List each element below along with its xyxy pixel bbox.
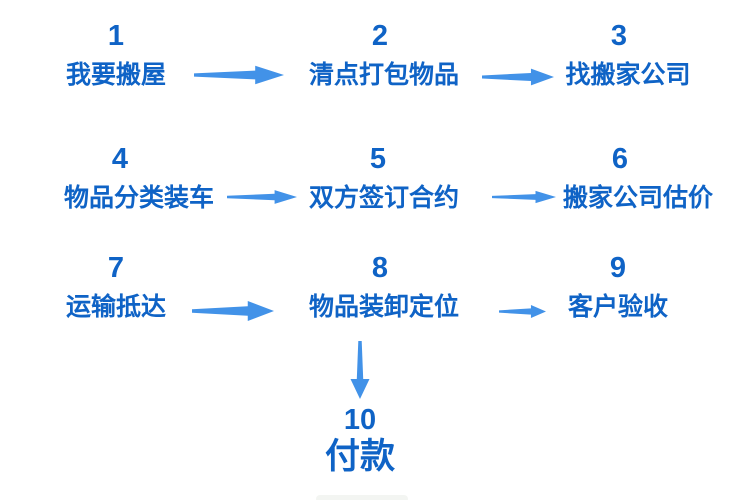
step-1-label: 我要搬屋 — [65, 61, 166, 89]
step-7-number: 7 — [107, 252, 125, 284]
step-8-label: 物品装卸定位 — [308, 293, 459, 321]
step-2-number: 2 — [371, 20, 389, 52]
step-6: 6 搬家公司估价 — [528, 144, 748, 215]
step-7: 7 运输抵达 — [6, 253, 226, 324]
arrow-right-icon — [194, 65, 284, 85]
step-2-label: 清点打包物品 — [308, 61, 459, 89]
step-3-label: 找搬家公司 — [565, 61, 691, 89]
step-4-number: 4 — [111, 143, 129, 175]
step-1-number: 1 — [107, 20, 125, 52]
step-4: 4 物品分类装车 — [29, 144, 249, 215]
bottom-crop-artifact — [316, 495, 408, 500]
step-1: 1 我要搬屋 — [6, 21, 226, 92]
step-4-label: 物品分类装车 — [63, 184, 214, 212]
step-6-label: 搬家公司估价 — [562, 184, 713, 212]
step-10-label: 付款 — [324, 437, 395, 476]
step-9: 9 客户验收 — [508, 253, 728, 324]
arrow-right-icon — [227, 190, 297, 204]
arrow-down-icon — [350, 341, 370, 399]
arrow-right-icon — [192, 301, 274, 321]
step-9-number: 9 — [609, 252, 627, 284]
step-10-number: 10 — [343, 404, 377, 436]
step-10: 10 付款 — [250, 405, 470, 477]
arrow-right-icon — [492, 190, 556, 204]
arrow-right-icon — [482, 68, 554, 86]
step-5: 5 双方签订合约 — [274, 144, 494, 215]
step-7-label: 运输抵达 — [65, 293, 166, 321]
step-9-label: 客户验收 — [567, 293, 668, 321]
step-8: 8 物品装卸定位 — [274, 253, 494, 324]
step-6-number: 6 — [611, 143, 629, 175]
arrow-right-icon — [499, 304, 546, 319]
step-8-number: 8 — [371, 252, 389, 284]
step-3-number: 3 — [610, 20, 628, 52]
step-2: 2 清点打包物品 — [274, 21, 494, 92]
step-5-number: 5 — [369, 143, 387, 175]
step-3: 3 找搬家公司 — [518, 21, 738, 92]
step-5-label: 双方签订合约 — [308, 184, 459, 212]
